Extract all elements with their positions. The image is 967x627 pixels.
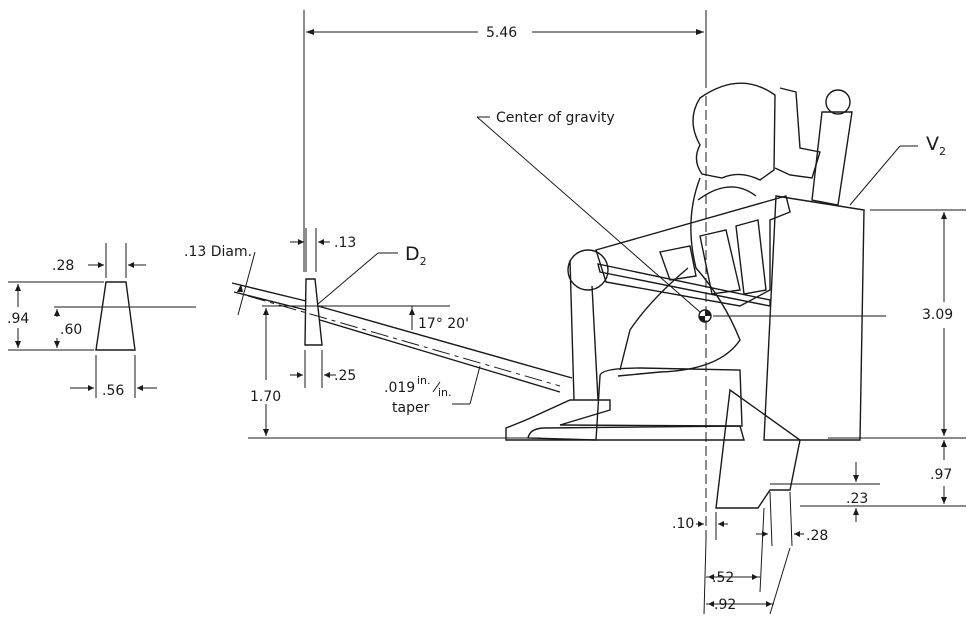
- seat-keel: [715, 388, 801, 509]
- fin-detail: .28 .94 .60 .56: [7, 243, 196, 399]
- taper-word-label: taper: [392, 400, 430, 416]
- offset-10-label: .10: [672, 516, 694, 532]
- headrest-frame: [774, 87, 821, 179]
- fin-mid-height-label: .60: [60, 322, 82, 338]
- knee: [567, 249, 609, 291]
- vane-label: V2: [926, 133, 946, 158]
- boom-and-plate: 17° 20' .13 .13 Diam. D2 .25 1.70 .: [184, 228, 573, 439]
- overall-length-dim: 5.46: [303, 10, 707, 272]
- drag-plate-label: D2: [405, 243, 427, 268]
- center-of-gravity-label: Center of gravity: [496, 110, 615, 126]
- torso: [617, 177, 741, 377]
- taper-unit-den: in.: [438, 386, 452, 399]
- armrest-truss: [595, 195, 791, 307]
- offset-52-label: .52: [712, 570, 734, 586]
- shoulder-harness: [697, 186, 757, 201]
- plate-thickness-label: .13: [334, 235, 356, 251]
- seat-assembly: V2: [505, 82, 946, 509]
- leg-struts: [569, 259, 599, 401]
- headrest-knob: [825, 89, 851, 115]
- taper-unit-num: in.: [417, 374, 431, 387]
- seat-pan: [527, 367, 743, 441]
- headrest-post: [811, 111, 853, 206]
- overall-length-label: 5.46: [486, 25, 517, 41]
- bottom-dims: .10 .28 .52 .92: [672, 491, 828, 615]
- taper-value-label: .019: [384, 380, 415, 396]
- armrest-bar: [597, 263, 771, 307]
- right-dims: 3.09 .97 .23: [770, 209, 966, 522]
- fin-top-width-label: .28: [52, 258, 74, 274]
- footrest: [505, 399, 745, 441]
- offset-92-label: .92: [714, 597, 736, 613]
- rod-diameter-label: .13 Diam.: [184, 244, 252, 260]
- boom-height-label: 1.70: [250, 389, 281, 405]
- offset-28-label: .28: [806, 528, 828, 544]
- fin-outline: [95, 281, 136, 351]
- seat-back-panel: [763, 195, 865, 441]
- lower-height-label: .97: [930, 467, 952, 483]
- fin-height-label: .94: [7, 311, 29, 327]
- plate-base-label: .25: [334, 368, 356, 384]
- drag-plate: [304, 278, 323, 346]
- helmet: [692, 82, 776, 181]
- angle-label: 17° 20': [418, 316, 469, 332]
- step-height-label: .23: [846, 491, 868, 507]
- cg-callout: Center of gravity: [476, 96, 886, 540]
- seat-height-label: 3.09: [922, 307, 953, 323]
- arm: [619, 267, 689, 371]
- fin-bottom-width-label: .56: [102, 383, 124, 399]
